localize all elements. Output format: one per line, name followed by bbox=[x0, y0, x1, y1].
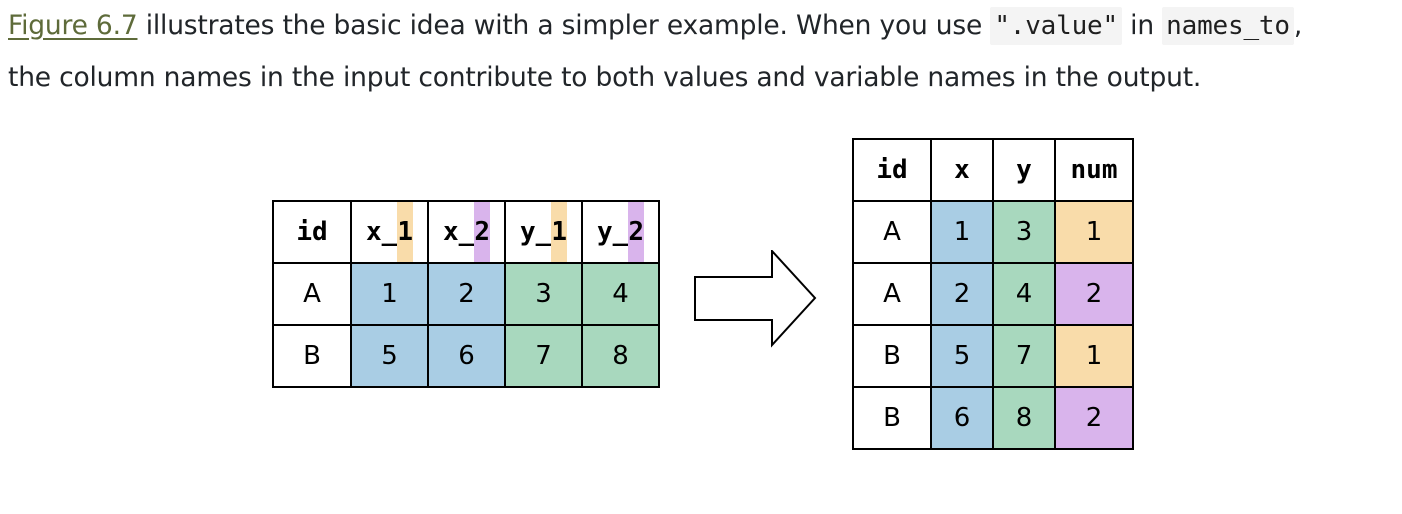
output-cell-num: 2 bbox=[1054, 262, 1134, 326]
output-cell-x: 2 bbox=[930, 262, 994, 326]
header-suffix-2: 2 bbox=[474, 202, 490, 262]
input-cell-x-1: 5 bbox=[350, 324, 429, 388]
output-header-y: y bbox=[992, 138, 1056, 202]
input-cell-id: A bbox=[272, 262, 352, 326]
header-prefix: x_ bbox=[366, 217, 398, 247]
output-table: id x y num A 1 3 1 A 2 4 2 B 5 7 1 B 6 8… bbox=[852, 138, 1134, 450]
header-prefix: y_ bbox=[520, 217, 552, 247]
output-cell-num: 1 bbox=[1054, 200, 1134, 264]
header-suffix-2: 2 bbox=[628, 202, 644, 262]
inline-code-value: ".value" bbox=[990, 7, 1122, 45]
input-header-x-1: x_1 bbox=[350, 200, 429, 264]
input-cell-x-1: 1 bbox=[350, 262, 429, 326]
output-row: B 6 8 2 bbox=[852, 386, 1134, 450]
output-row: A 1 3 1 bbox=[852, 200, 1134, 264]
output-cell-x: 5 bbox=[930, 324, 994, 388]
output-cell-y: 7 bbox=[992, 324, 1056, 388]
output-header-id: id bbox=[852, 138, 932, 202]
body-paragraph: Figure 6.7 illustrates the basic idea wi… bbox=[8, 0, 1398, 103]
output-cell-x: 1 bbox=[930, 200, 994, 264]
output-row: A 2 4 2 bbox=[852, 262, 1134, 326]
output-row: B 5 7 1 bbox=[852, 324, 1134, 388]
header-suffix-1: 1 bbox=[397, 202, 413, 262]
input-table: id x_1 x_2 y_1 y_2 A 1 2 3 4 B 5 6 7 8 bbox=[272, 200, 660, 388]
output-cell-id: A bbox=[852, 262, 932, 326]
output-cell-id: A bbox=[852, 200, 932, 264]
output-cell-num: 2 bbox=[1054, 386, 1134, 450]
inline-code-names-to: names_to bbox=[1162, 7, 1294, 45]
output-cell-id: B bbox=[852, 386, 932, 450]
input-header-id: id bbox=[272, 200, 352, 264]
right-arrow-icon bbox=[694, 250, 817, 348]
header-prefix: x_ bbox=[443, 217, 475, 247]
output-cell-num: 1 bbox=[1054, 324, 1134, 388]
output-cell-x: 6 bbox=[930, 386, 994, 450]
input-header-y-2: y_2 bbox=[581, 200, 660, 264]
input-cell-id: B bbox=[272, 324, 352, 388]
output-cell-y: 3 bbox=[992, 200, 1056, 264]
output-cell-id: B bbox=[852, 324, 932, 388]
output-cell-y: 4 bbox=[992, 262, 1056, 326]
input-header-row: id x_1 x_2 y_1 y_2 bbox=[272, 200, 660, 264]
input-cell-y-1: 3 bbox=[504, 262, 583, 326]
header-prefix: y_ bbox=[597, 217, 629, 247]
input-header-y-1: y_1 bbox=[504, 200, 583, 264]
input-cell-y-2: 8 bbox=[581, 324, 660, 388]
paragraph-text-1: illustrates the basic idea with a simple… bbox=[137, 10, 991, 41]
paragraph-text-3: , bbox=[1293, 10, 1303, 41]
input-header-x-2: x_2 bbox=[427, 200, 506, 264]
output-header-x: x bbox=[930, 138, 994, 202]
input-row: B 5 6 7 8 bbox=[272, 324, 660, 388]
header-suffix-1: 1 bbox=[551, 202, 567, 262]
input-cell-x-2: 6 bbox=[427, 324, 506, 388]
figure-link[interactable]: Figure 6.7 bbox=[8, 10, 138, 41]
output-cell-y: 8 bbox=[992, 386, 1056, 450]
input-cell-x-2: 2 bbox=[427, 262, 506, 326]
paragraph-text-2: in bbox=[1121, 10, 1163, 41]
output-header-num: num bbox=[1054, 138, 1134, 202]
input-row: A 1 2 3 4 bbox=[272, 262, 660, 326]
input-cell-y-2: 4 bbox=[581, 262, 660, 326]
input-cell-y-1: 7 bbox=[504, 324, 583, 388]
paragraph-line-2: the column names in the input contribute… bbox=[8, 62, 1202, 93]
output-header-row: id x y num bbox=[852, 138, 1134, 202]
